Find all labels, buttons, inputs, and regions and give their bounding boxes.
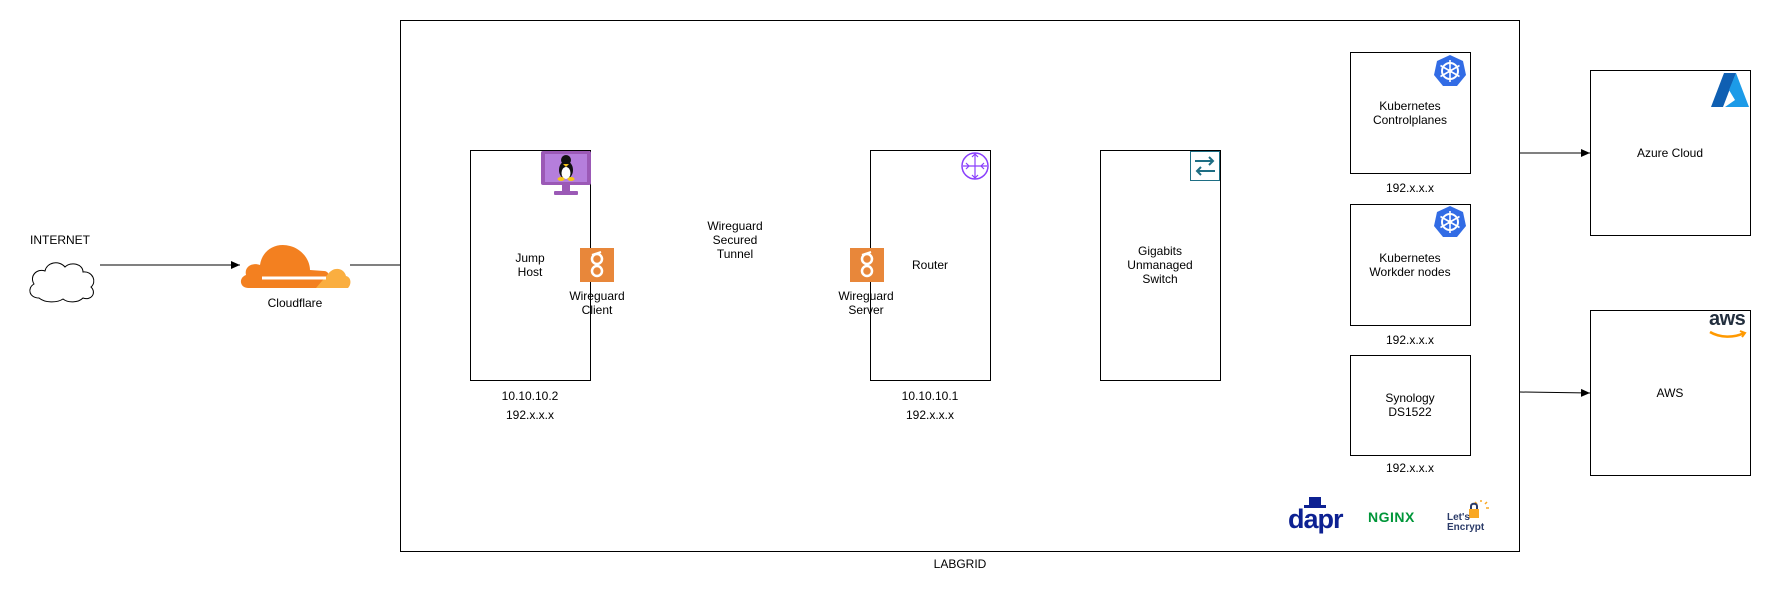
- k8s-control-ip: 192.x.x.x: [1385, 181, 1435, 195]
- jump-host-ip-1: 10.10.10.2: [501, 389, 559, 403]
- router-icon: [961, 152, 989, 180]
- synology-box: [1350, 355, 1471, 456]
- switch-label: Gigabits Unmanaged Switch: [1127, 244, 1193, 286]
- aws-logo: aws: [1707, 308, 1751, 342]
- synology-label: Synology DS1522: [1385, 391, 1435, 419]
- azure-label: Azure Cloud: [1636, 146, 1704, 160]
- cloudflare-logo: [240, 244, 351, 288]
- switch-box: [1100, 150, 1221, 381]
- router-ip-2: 192.x.x.x: [905, 408, 955, 422]
- letsencrypt-logo: Let's Encrypt: [1445, 500, 1495, 536]
- letsencrypt-text-2: Encrypt: [1447, 522, 1485, 533]
- dapr-logo-text: dapr: [1288, 504, 1344, 534]
- k8s-workers-ip: 192.x.x.x: [1385, 333, 1435, 347]
- wireguard-client-label: Wireguard Client: [569, 289, 625, 317]
- linux-desktop-icon: [541, 151, 591, 195]
- k8s-control-label: Kubernetes Controlplanes: [1372, 99, 1448, 127]
- dapr-logo: dapr: [1288, 497, 1344, 537]
- router-ip-1: 10.10.10.1: [901, 389, 959, 403]
- synology-ip: 192.x.x.x: [1385, 461, 1435, 475]
- azure-logo: [1711, 73, 1749, 107]
- dapr-hat-icon: [1304, 497, 1326, 508]
- aws-smile-icon: [1709, 330, 1747, 338]
- kubernetes-icon: [1434, 206, 1466, 237]
- k8s-workers-label: Kubernetes Workder nodes: [1369, 251, 1451, 279]
- cloud-icon: [29, 262, 95, 303]
- jump-host-box: [470, 150, 591, 381]
- tunnel-label: Wireguard Secured Tunnel: [707, 219, 763, 261]
- jump-host-label: Jump Host: [515, 251, 545, 279]
- wireguard-server-icon: [850, 248, 884, 282]
- nginx-logo: NGINX: [1368, 509, 1415, 525]
- wireguard-server-label: Wireguard Server: [838, 289, 894, 317]
- switch-icon: [1190, 151, 1220, 181]
- letsencrypt-text-1: Let's: [1447, 512, 1470, 523]
- aws-logo-text: aws: [1709, 308, 1746, 330]
- internet-label: INTERNET: [30, 233, 90, 247]
- router-label: Router: [911, 258, 949, 272]
- router-box: [870, 150, 991, 381]
- edge-labgrid-aws: [1519, 388, 1591, 397]
- letsencrypt-lock-icon: [1469, 500, 1489, 518]
- labgrid-label: LABGRID: [933, 557, 987, 571]
- kubernetes-icon: [1434, 55, 1466, 86]
- wireguard-client-icon: [580, 248, 614, 282]
- cloudflare-label: Cloudflare: [267, 296, 323, 310]
- aws-label: AWS: [1656, 386, 1684, 400]
- jump-host-ip-2: 192.x.x.x: [505, 408, 555, 422]
